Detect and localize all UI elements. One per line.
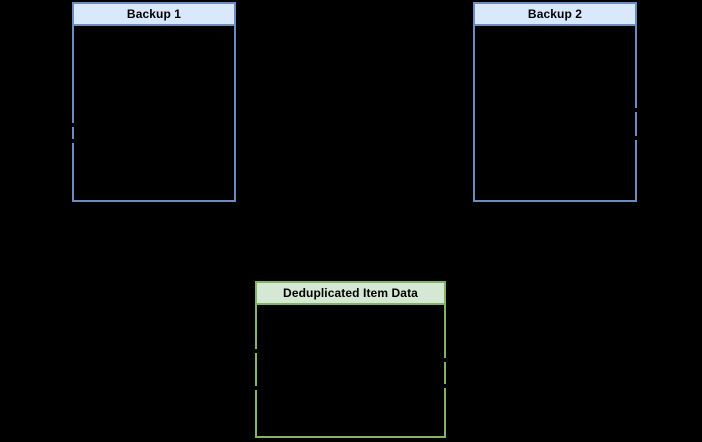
deduplicated-item-data-header: Deduplicated Item Data [257,283,444,305]
deduplicated-item-data-title: Deduplicated Item Data [283,286,418,300]
connector-notch [70,139,75,143]
deduplicated-item-data-body [257,305,444,436]
backup-1-body [74,26,234,200]
backup-1-title: Backup 1 [126,7,182,21]
backup-1-node: Backup 1 [72,2,236,202]
backup-2-header: Backup 2 [475,4,635,26]
connector-notch [632,136,637,140]
connector-notch [253,349,258,353]
connector-notch [442,358,447,362]
backup-1-header: Backup 1 [74,4,234,26]
connector-notch [70,123,75,127]
connector-notch [253,386,258,390]
deduplicated-item-data-node: Deduplicated Item Data [255,281,446,438]
backup-2-title: Backup 2 [527,7,583,21]
connector-notch [442,384,447,388]
backup-2-body [475,26,635,200]
backup-2-node: Backup 2 [473,2,637,202]
connector-notch [632,108,637,112]
